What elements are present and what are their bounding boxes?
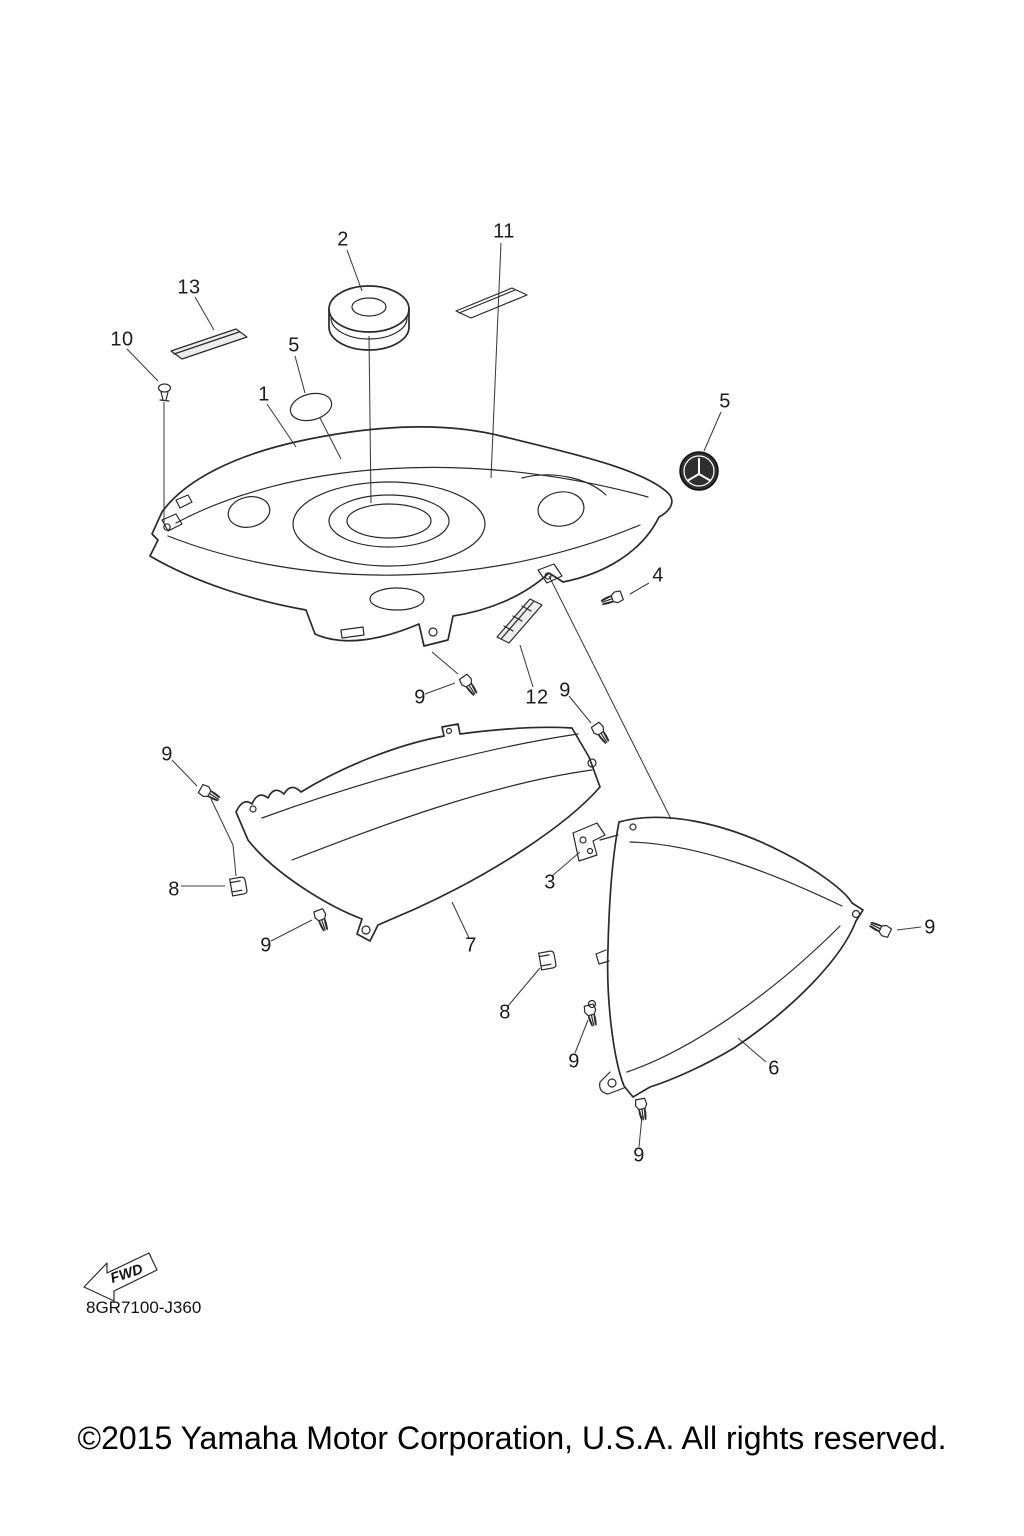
bolt-part-4 xyxy=(599,589,625,609)
side-cover-part-6 xyxy=(587,816,864,1098)
bolt-part-9-group xyxy=(197,673,893,1122)
callout-5-left: 5 xyxy=(288,334,300,357)
callout-7: 7 xyxy=(465,934,477,957)
callout-13: 13 xyxy=(177,276,201,299)
tank-cover-part-1 xyxy=(149,426,673,647)
callout-4: 4 xyxy=(652,564,664,587)
bracket-part-3 xyxy=(572,822,619,862)
callout-8-right: 8 xyxy=(499,1001,511,1024)
drawing-code: 8GR7100-J360 xyxy=(86,1298,202,1317)
callout-9-e: 9 xyxy=(568,1050,580,1073)
fwd-arrow-icon: FWD xyxy=(83,1252,158,1302)
copyright-text: ©2015 Yamaha Motor Corporation, U.S.A. A… xyxy=(77,1420,947,1456)
callout-10: 10 xyxy=(110,328,134,351)
callout-6: 6 xyxy=(768,1057,780,1080)
strip-part-12 xyxy=(496,598,543,644)
callout-1: 1 xyxy=(258,383,270,406)
callout-9-g: 9 xyxy=(633,1144,645,1167)
callout-9-b: 9 xyxy=(559,679,571,702)
callout-8-left: 8 xyxy=(168,878,180,901)
leader-lines xyxy=(126,242,922,1148)
callout-9-f: 9 xyxy=(924,916,936,939)
callout-3: 3 xyxy=(544,871,556,894)
fwd-label: FWD xyxy=(109,1261,146,1287)
callout-9-c: 9 xyxy=(161,743,173,766)
callout-9-a: 9 xyxy=(414,686,426,709)
clip-part-8-group xyxy=(229,875,558,971)
emblem-part-5-left xyxy=(289,392,333,422)
callout-9-d: 9 xyxy=(260,934,272,957)
fuel-cap-part-2 xyxy=(328,285,410,351)
side-cover-part-7 xyxy=(235,723,601,942)
decal-part-11 xyxy=(455,287,528,319)
callout-2: 2 xyxy=(337,228,349,251)
callout-12: 12 xyxy=(525,686,549,709)
emblem-part-5-right xyxy=(679,451,719,491)
callout-11: 11 xyxy=(493,220,515,243)
rivet-part-10 xyxy=(157,383,172,402)
decal-part-13 xyxy=(170,328,248,360)
callout-5-right: 5 xyxy=(719,390,731,413)
